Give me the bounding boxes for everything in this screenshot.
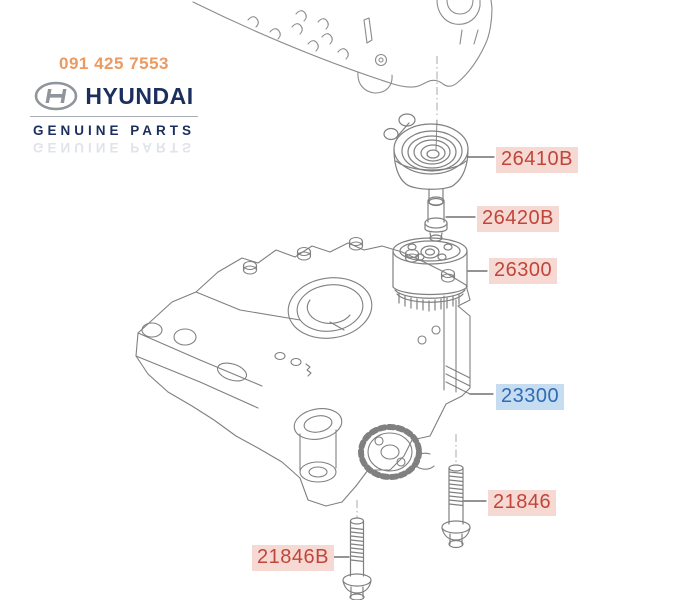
hyundai-logo-icon	[35, 81, 78, 111]
brand-tagline: GENUINE PARTS	[32, 123, 195, 138]
brand-block: 091 425 7553 HYUNDAI GENUINE PARTS GENUI…	[28, 54, 200, 155]
brand-name: HYUNDAI	[85, 82, 194, 109]
oil-cooler-drawing	[383, 113, 469, 207]
part-label-21846B[interactable]: 21846B	[252, 545, 334, 571]
part-label-23300[interactable]: 23300	[496, 384, 565, 410]
oil-filter-drawing	[392, 237, 468, 312]
brand-divider	[30, 116, 198, 117]
oil-pump-assembly-drawing	[135, 236, 471, 507]
part-label-26410B[interactable]: 26410B	[496, 147, 578, 173]
oil-filter-stud-drawing	[424, 196, 448, 242]
part-label-26420B[interactable]: 26420B	[477, 206, 559, 232]
brand-logo-row: HYUNDAI	[28, 81, 200, 111]
assembly-centerlines	[356, 56, 457, 518]
part-label-26300[interactable]: 26300	[489, 258, 558, 284]
phone-number: 091 425 7553	[59, 54, 169, 73]
label-leader-lines	[330, 156, 495, 558]
engine-block-drawing	[192, 0, 493, 94]
brand-tagline-reflection: GENUINE PARTS	[32, 140, 195, 155]
part-label-21846[interactable]: 21846	[488, 490, 557, 516]
bolt-21846b-drawing	[342, 517, 372, 600]
bolt-21846-drawing	[441, 464, 471, 549]
